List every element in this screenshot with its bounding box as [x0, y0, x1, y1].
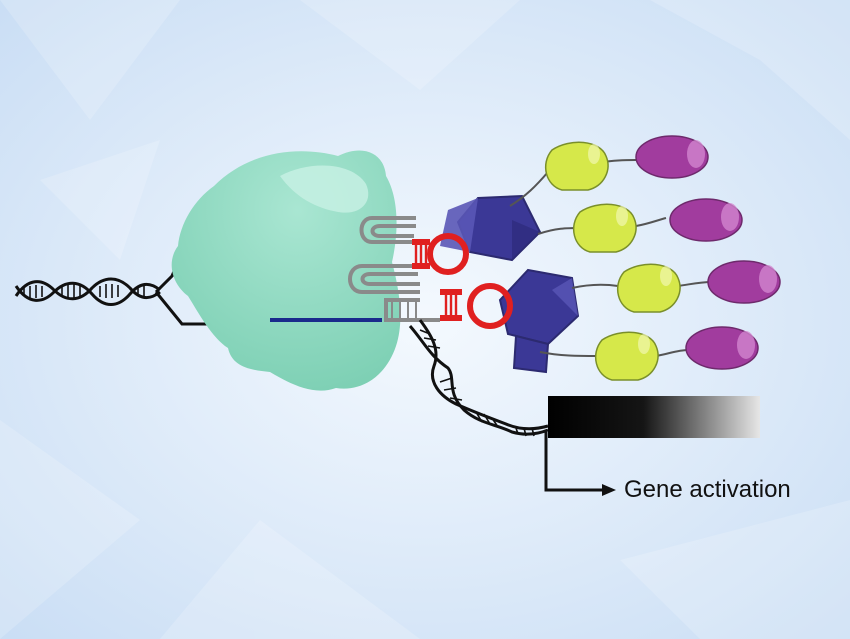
transcription-arrow	[544, 432, 602, 492]
ms2-hairpin-upper	[412, 233, 469, 275]
gene-block	[548, 396, 760, 438]
guide-rna-pairing	[391, 302, 417, 318]
activator-domain-green-shine	[588, 144, 672, 354]
transcription-arrowhead	[602, 484, 616, 496]
dcas9-highlight	[280, 165, 369, 213]
gene-activation-label: Gene activation	[624, 476, 791, 503]
guide-rna-scaffold	[348, 216, 440, 322]
coat-protein-lower	[498, 268, 580, 374]
ms2-hairpin-lower	[440, 283, 513, 329]
dna-helix-left-rungs	[23, 284, 145, 298]
dna-helix-right-rungs	[419, 329, 535, 437]
activator-domain-magenta-shine	[687, 140, 777, 359]
dna-helix-right	[408, 319, 549, 436]
